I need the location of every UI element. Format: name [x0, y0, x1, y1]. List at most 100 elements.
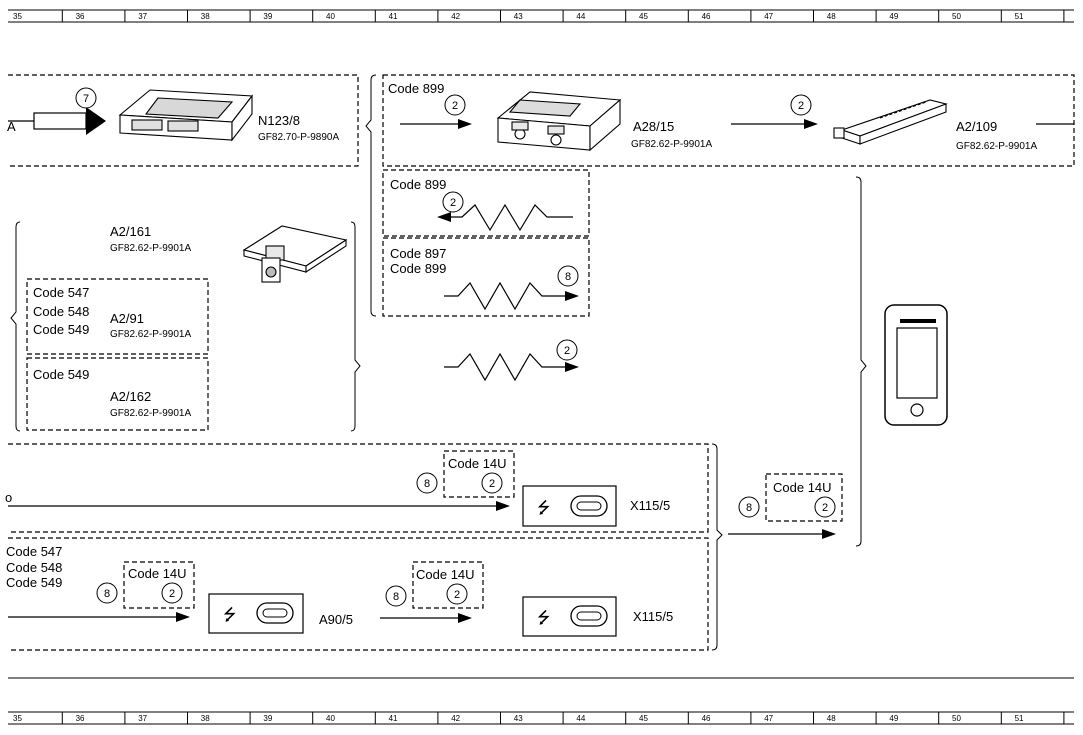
code547-box — [26, 278, 209, 355]
code-label: Code 549 — [33, 367, 89, 382]
circle-marker — [416, 472, 438, 494]
brace-phone — [855, 176, 867, 547]
circle-marker-label: 2 — [822, 502, 828, 514]
code-label: Code 549 — [33, 322, 89, 337]
ruler-label: 47 — [764, 714, 773, 723]
ruler-label: 36 — [76, 714, 85, 723]
x115-5-upper-label: X115/5 — [630, 498, 670, 513]
brace-usb — [711, 443, 723, 651]
circle-marker-label: 2 — [798, 100, 804, 112]
a2-109-ref: GF82.62-P-9901A — [956, 141, 1037, 152]
brace-right-antenna — [350, 221, 361, 432]
ruler-label: 46 — [702, 714, 711, 723]
code-label: Code 897 — [390, 246, 446, 261]
n123-label: N123/8 — [258, 113, 300, 128]
a90-5-usb-icon: ⭍ — [208, 593, 304, 634]
a28-module-icon — [496, 91, 622, 152]
code-label: Code 547 — [6, 544, 62, 559]
code-label: Code 547 — [33, 285, 89, 300]
n123-ref: GF82.70-P-9890A — [258, 132, 339, 143]
ruler-label: 43 — [514, 12, 523, 21]
ruler-label: 49 — [889, 714, 898, 723]
circle-marker — [161, 582, 183, 604]
arrowhead — [496, 501, 510, 511]
a28-label: A28/15 — [633, 119, 674, 134]
n123-module-icon — [118, 89, 254, 142]
circle-marker — [96, 582, 118, 604]
a2-91-ref: GF82.62-P-9901A — [110, 329, 191, 340]
circle-marker-label: 2 — [169, 588, 175, 600]
arrowhead — [565, 362, 579, 372]
code-label: Code 14U — [773, 480, 832, 495]
ruler-label: 36 — [76, 12, 85, 21]
wave-right — [444, 281, 568, 311]
ruler-label: 44 — [576, 12, 585, 21]
n123-box — [8, 74, 359, 167]
ruler-label: 47 — [764, 12, 773, 21]
circle-marker-label: 8 — [104, 588, 110, 600]
circle-marker — [442, 191, 464, 213]
x115-5-lower-label: X115/5 — [633, 609, 673, 624]
circle-marker-label: 2 — [489, 478, 495, 490]
circle-marker — [385, 585, 407, 607]
ruler-label: 40 — [326, 12, 335, 21]
ruler-label: 45 — [639, 12, 648, 21]
circle-marker — [75, 87, 97, 109]
wave-bottom — [444, 352, 568, 382]
ruler-label: 45 — [639, 714, 648, 723]
ruler-label: 37 — [138, 714, 147, 723]
a28-ref: GF82.62-P-9901A — [631, 139, 712, 150]
ruler-label: 44 — [576, 714, 585, 723]
a28-box — [382, 74, 1075, 167]
code14u-upper-box — [443, 450, 515, 498]
circle-marker — [556, 339, 578, 361]
circle-marker-label: 8 — [393, 591, 399, 603]
circle-marker-label: 7 — [83, 93, 89, 105]
svg-text:⭍: ⭍ — [537, 609, 550, 627]
circle-marker — [444, 94, 466, 116]
a2-161-ref: GF82.62-P-9901A — [110, 243, 191, 254]
circle-marker-label: 2 — [564, 345, 570, 357]
circle-marker-label: 8 — [565, 271, 571, 283]
ruler-label: 40 — [326, 714, 335, 723]
a2-161-antenna-icon — [242, 225, 348, 283]
a2-161-label: A2/161 — [110, 224, 151, 239]
circle-marker-label: 2 — [450, 197, 456, 209]
edge-label-o: o — [5, 490, 12, 505]
ruler-label: 49 — [889, 12, 898, 21]
ruler-label: 35 — [13, 714, 22, 723]
ruler-label: 48 — [827, 714, 836, 723]
code14u-a90-box — [123, 561, 195, 609]
x115-5-upper-usb-icon: ⭍ — [522, 485, 617, 527]
svg-text:⭍: ⭍ — [537, 499, 550, 517]
brace-right-group — [365, 74, 377, 317]
ruler-label: 39 — [263, 714, 272, 723]
code-label: Code 899 — [390, 261, 446, 276]
circle-marker-label: 8 — [424, 478, 430, 490]
code-label: Code 548 — [6, 560, 62, 575]
brace-left-antenna — [10, 221, 21, 432]
arrowhead — [458, 119, 472, 129]
ruler-label: 39 — [263, 12, 272, 21]
code-label: Code 14U — [128, 566, 187, 581]
code14u-x115-box — [412, 561, 484, 609]
circle-marker-label: 2 — [454, 589, 460, 601]
code-label: Code 548 — [33, 304, 89, 319]
ruler-label: 51 — [1015, 12, 1024, 21]
ruler-label: 51 — [1015, 714, 1024, 723]
ruler-label: 50 — [952, 12, 961, 21]
ruler-label: 48 — [827, 12, 836, 21]
a2-162-label: A2/162 — [110, 389, 151, 404]
a90-5-label: A90/5 — [319, 612, 353, 627]
ruler-label: 38 — [201, 12, 210, 21]
circle-marker — [814, 496, 836, 518]
a2-109-label: A2/109 — [956, 119, 997, 134]
ruler-label: 50 — [952, 714, 961, 723]
a2-91-label: A2/91 — [110, 311, 144, 326]
usb-upper-box — [8, 443, 709, 533]
code-label: Code 899 — [390, 177, 446, 192]
ruler-label: 37 — [138, 12, 147, 21]
circle-marker — [481, 472, 503, 494]
